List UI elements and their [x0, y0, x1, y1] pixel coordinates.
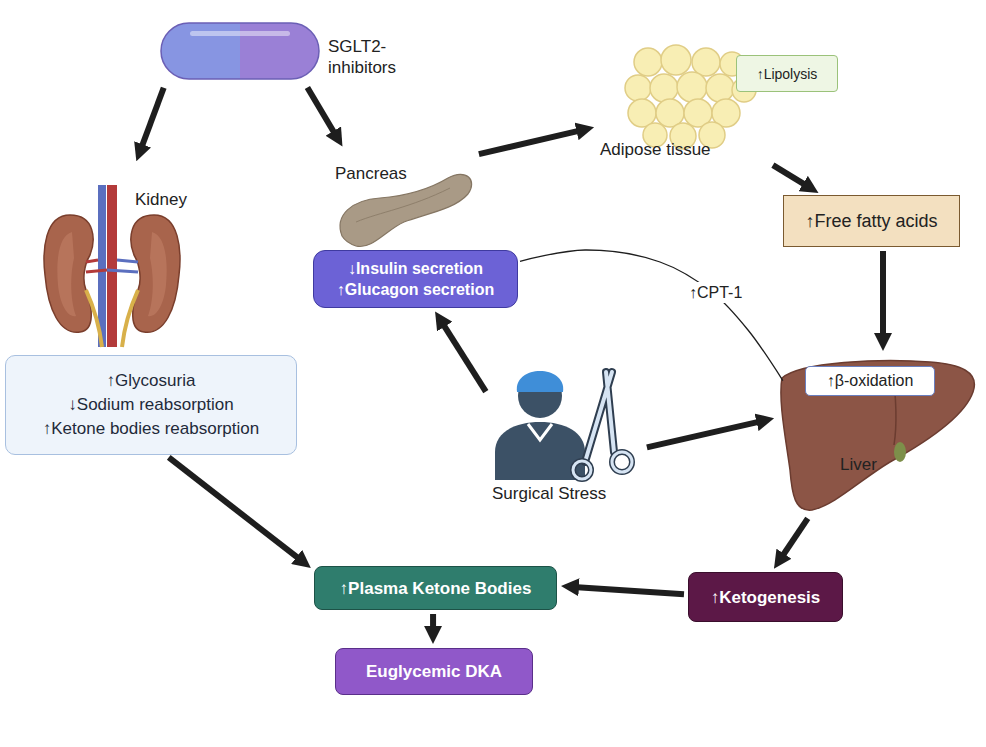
- surgeon-illustration: [573, 461, 591, 479]
- adipose-illustration: [677, 72, 707, 102]
- process-box: ↑Ketogenesis: [688, 572, 843, 622]
- process-box: ↑Plasma Ketone Bodies: [314, 566, 557, 610]
- arrow-connector: [479, 130, 582, 154]
- kidney-illustration: [122, 290, 138, 347]
- organ-node: Kidney: [40, 165, 190, 350]
- adipose-illustration: [692, 48, 720, 76]
- effect-box: ↑Glycosuria↓Sodium reabsorption↑Ketone b…: [5, 355, 297, 455]
- stress-label: Surgical Stress: [492, 484, 642, 504]
- surgeon-illustration: [612, 452, 632, 472]
- kidney-illustration: [107, 215, 180, 347]
- surgeon-illustration: [528, 424, 552, 440]
- pancreas-illustration: [340, 174, 472, 246]
- arrow-connector: [773, 165, 808, 186]
- pancreas-illustration: [340, 174, 472, 246]
- kidney-illustration: [44, 215, 93, 332]
- stress-node: Surgical Stress: [488, 358, 643, 506]
- effect-text: ↑β-oxidation: [827, 371, 914, 391]
- effect-text: ↓Sodium reabsorption: [68, 393, 233, 417]
- adipose-illustration: [650, 74, 678, 102]
- adipose-illustration: [706, 74, 734, 102]
- process-text: ↑Plasma Ketone Bodies: [340, 578, 532, 599]
- organ-node: Pancreas: [330, 150, 475, 250]
- edge-label: ↑CPT-1: [686, 282, 745, 303]
- outcome-text: Euglycemic DKA: [366, 661, 502, 682]
- arrow-connector: [647, 421, 762, 447]
- arrow-connector: [141, 88, 164, 150]
- pill-illustration: [161, 23, 319, 79]
- effect-text: ↑Glycosuria: [107, 369, 196, 393]
- adipose-illustration: [634, 48, 662, 76]
- surgeon-illustration: [585, 372, 614, 462]
- pill-illustration: [161, 23, 240, 79]
- outcome-box: Euglycemic DKA: [335, 648, 533, 695]
- surgeon-illustration: [612, 452, 632, 472]
- process-box: ↓Insulin secretion↑Glucagon secretion: [313, 250, 518, 308]
- kidney-illustration: [131, 215, 180, 332]
- organ-label: Adipose tissue: [600, 140, 740, 160]
- process-box: ↑Free fatty acids: [783, 195, 960, 247]
- liver-illustration: [781, 361, 974, 511]
- arrow-connector: [307, 87, 336, 135]
- kidney-illustration: [57, 232, 76, 316]
- drug-node: SGLT2-inhibitors: [160, 22, 415, 84]
- adipose-illustration: [625, 75, 651, 101]
- adipose-illustration: [661, 45, 691, 75]
- kidney-illustration: [86, 290, 102, 347]
- pancreas-illustration: [356, 188, 450, 222]
- process-text: ↑Ketogenesis: [711, 587, 821, 608]
- effect-text: ↑Lipolysis: [757, 65, 818, 83]
- pill-illustration: [190, 31, 290, 36]
- arrow-connector: [169, 457, 301, 560]
- process-text: ↓Insulin secretion: [348, 258, 483, 279]
- liver-illustration: [894, 442, 906, 462]
- pill-illustration: [161, 23, 319, 79]
- curved-connector: [520, 250, 783, 381]
- process-text: ↑Glucagon secretion: [337, 279, 494, 300]
- arrow-connector: [781, 518, 808, 558]
- arrow-connector: [442, 322, 486, 392]
- kidney-illustration: [44, 185, 180, 347]
- kidney-illustration: [107, 260, 138, 272]
- surgeon-illustration: [573, 461, 591, 479]
- process-text: ↑Free fatty acids: [805, 210, 937, 232]
- organ-label: Pancreas: [335, 164, 425, 184]
- surgeon-illustration: [495, 371, 632, 480]
- surgeon-illustration: [585, 372, 614, 462]
- arrow-connector: [574, 587, 684, 594]
- effect-box: ↑Lipolysis: [736, 55, 838, 92]
- organ-label: Liver: [840, 455, 900, 475]
- drug-label: SGLT2-inhibitors: [328, 36, 414, 78]
- kidney-illustration: [148, 232, 167, 316]
- effect-text: ↑Ketone bodies reabsorption: [43, 417, 259, 441]
- kidney-illustration: [107, 185, 117, 347]
- organ-node: Liver ↑β-oxidation: [778, 355, 978, 515]
- pill-illustration: [161, 23, 319, 79]
- tissue-node: Adipose tissue ↑Lipolysis: [598, 45, 843, 163]
- organ-label: Kidney: [135, 190, 195, 210]
- liver-illustration: [781, 361, 974, 511]
- arrow-connector: [880, 251, 886, 338]
- arrow-connector: [430, 614, 436, 631]
- effect-box: ↑β-oxidation: [805, 366, 935, 396]
- surgeon-illustration: [517, 371, 563, 392]
- kidney-illustration: [86, 260, 107, 272]
